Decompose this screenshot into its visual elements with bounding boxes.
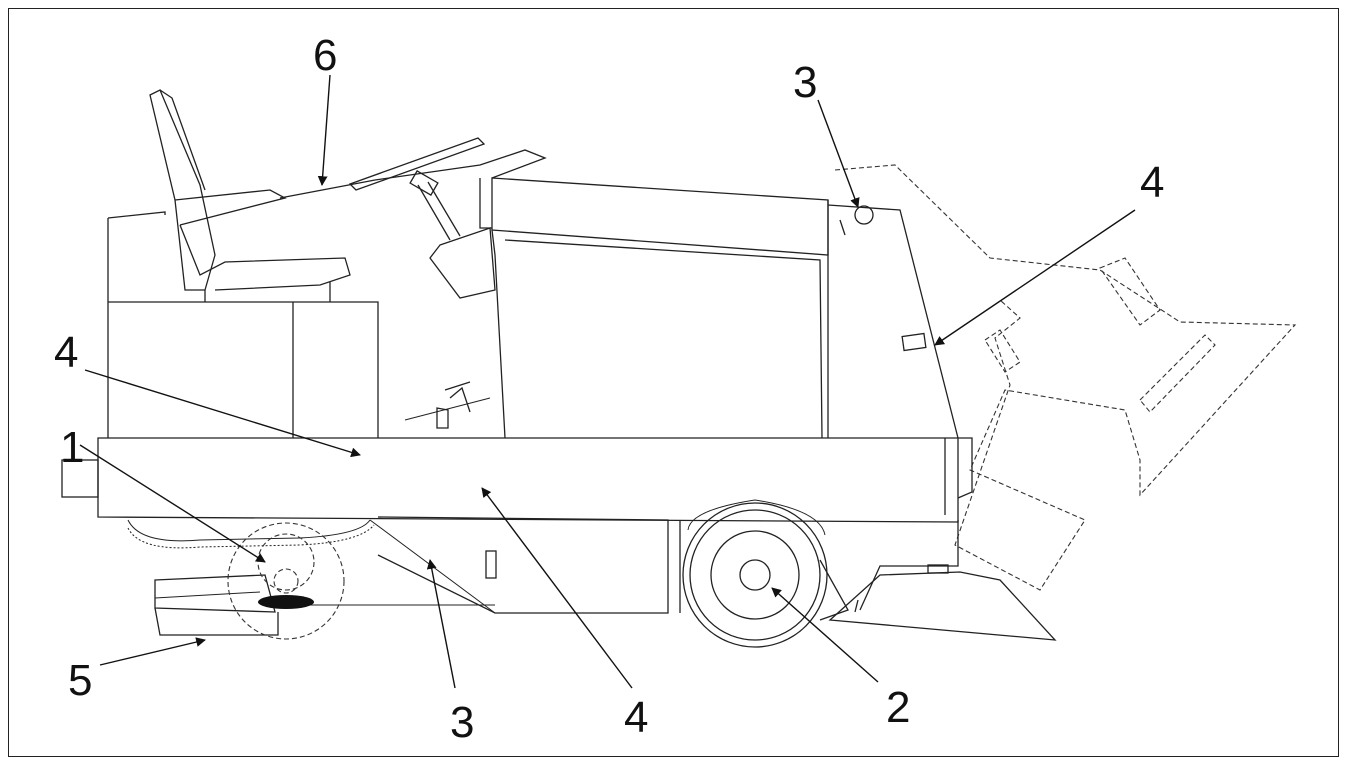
callout-5: 5 <box>68 656 92 705</box>
callout-3-top: 3 <box>793 58 817 107</box>
leader-2 <box>771 587 879 683</box>
leader-1 <box>79 444 266 563</box>
figure-frame <box>8 8 1339 757</box>
callout-4-left: 4 <box>54 328 78 377</box>
leader-3-bottom <box>426 559 456 689</box>
leader-4-right <box>934 209 1136 346</box>
leader-4-left <box>84 369 361 458</box>
callout-6: 6 <box>313 31 337 80</box>
leader-5 <box>99 637 206 666</box>
leader-lines <box>79 74 1136 689</box>
leader-3-top <box>817 99 860 208</box>
callout-2: 2 <box>886 683 910 732</box>
callout-4-bottom: 4 <box>624 693 648 742</box>
leader-4-bottom <box>481 487 633 689</box>
callout-4-right: 4 <box>1140 158 1164 207</box>
callout-1: 1 <box>60 423 84 472</box>
callout-3-bottom: 3 <box>450 698 474 747</box>
leader-6 <box>317 74 331 186</box>
machine-body <box>61 89 1057 648</box>
hopper-raised-outline <box>834 164 1297 591</box>
